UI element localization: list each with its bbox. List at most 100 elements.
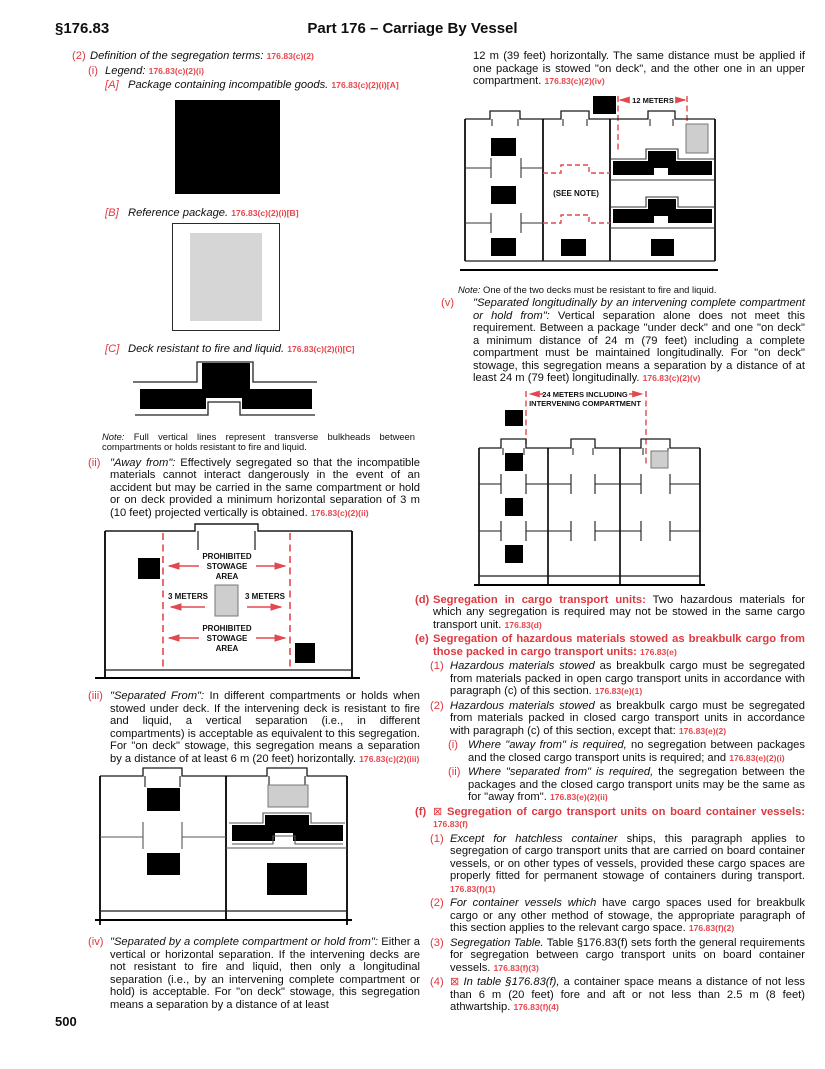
incompatible-package — [505, 544, 523, 563]
para-num: (ii) — [448, 766, 461, 779]
para-lead: Where "away from" is required, — [468, 739, 627, 752]
tween-deck-level-1 — [479, 473, 700, 494]
page-number: 500 — [55, 1014, 77, 1029]
para-body: have cargo spaces used for breakbulk car… — [450, 897, 805, 935]
para-num: (2) — [72, 50, 86, 62]
incompatible-package — [138, 558, 160, 580]
missing-deck-outline — [543, 163, 610, 174]
incompatible-package — [505, 452, 523, 471]
diagram-reference-package — [172, 223, 280, 331]
para-num: (1) — [430, 832, 444, 845]
prohibited-label: AREA — [216, 572, 239, 581]
incompatible-package — [491, 237, 516, 256]
paragraph-e2: (2) Hazardous materials stowed as breakbu… — [430, 700, 805, 738]
para-cite: 176.83(c)(2) — [266, 51, 314, 61]
meters-label: 12 METERS — [632, 96, 674, 105]
para-num: (iii) — [88, 690, 103, 703]
diagram-incompatible-package — [175, 99, 280, 194]
paragraph-e1: (1) Hazardous materials stowed as breakbu… — [430, 660, 805, 698]
meters-label: 24 METERS INCLUDING — [542, 390, 628, 399]
para-lead: In table §176.83(f), — [463, 976, 560, 989]
diagram-longitudinal-separation: 24 METERS INCLUDING INTERVENING COMPARTM… — [474, 390, 705, 586]
right-column: 12 m (39 feet) horizontally. The same di… — [415, 48, 805, 1014]
incompatible-package — [295, 643, 315, 664]
para-lead: Reference package. — [128, 206, 229, 219]
para-num: (2) — [430, 897, 444, 910]
para-lead: Hazardous materials stowed — [450, 660, 595, 673]
para-num: (f) — [415, 805, 427, 818]
para-cite: 176.83(e)(2) — [678, 725, 727, 736]
para-body: ships, this paragraph applies to segrega… — [450, 832, 806, 883]
reference-package — [650, 450, 669, 469]
para-num: (4) — [430, 976, 444, 989]
paragraph-i: (i)Legend: 176.83(c)(2)(i) — [88, 65, 420, 78]
para-lead: Hazardous materials stowed — [450, 699, 595, 712]
para-cite: 176.83(d) — [504, 619, 542, 630]
note-label: Note: — [102, 430, 125, 442]
diagram-away-from: PROHIBITED STOWAGE AREA 3 METERS 3 METER… — [95, 523, 360, 680]
note-text: Full vertical lines represent transverse… — [102, 430, 415, 453]
paragraph-v: (v)"Separated longitudinally by an inter… — [441, 297, 805, 385]
para-cite: 176.83(c)(2)(iii) — [359, 753, 420, 764]
reference-package — [267, 784, 309, 808]
prohibited-label: STOWAGE — [207, 634, 248, 643]
para-cite: 176.83(e)(1) — [594, 686, 643, 697]
paragraph-d: (d)Segregation in cargo transport units:… — [415, 594, 805, 632]
incompatible-package — [491, 185, 516, 204]
para-num: (d) — [415, 593, 430, 606]
para-lead: For container vessels which — [450, 897, 597, 910]
para-lead: Segregation Table. — [450, 936, 544, 949]
para-lead: "Separated longitudinally by an interven… — [473, 297, 805, 322]
paragraph-iv-continued: 12 m (39 feet) horizontally. The same di… — [473, 50, 805, 88]
para-num: (2) — [430, 699, 444, 712]
resistant-deck-shape — [140, 362, 312, 409]
paragraph-e2ii: (ii)Where "separated from" is required, … — [448, 766, 805, 804]
prohibited-label: PROHIBITED — [202, 624, 252, 633]
para-body: Effectively segregated so that the incom… — [110, 456, 420, 519]
para-num: (i) — [88, 64, 98, 77]
para-body: as breakbulk cargo must be segregated fr… — [450, 660, 805, 698]
incompatible-package — [505, 497, 523, 516]
on-deck-package — [593, 95, 616, 114]
resistant-deck-shape — [232, 815, 343, 842]
para-lead: "Separated by a complete compartment or … — [110, 936, 378, 949]
paragraph-b: [B]Reference package. 176.83(c)(2)(i)[B] — [105, 207, 420, 220]
para-body: as breakbulk cargo must be segregated fr… — [450, 699, 805, 737]
incompatible-package — [491, 137, 516, 156]
para-lead: Where "separated from" is required, — [468, 766, 654, 779]
incompatible-package — [267, 863, 307, 896]
para-cite: 176.83(c)(2)(i)[B] — [231, 207, 299, 218]
para-cite: 176.83(c)(2)(i)[A] — [331, 80, 399, 90]
para-cite: 176.83(c)(2)(ii) — [310, 507, 369, 518]
para-lead: Legend: — [105, 64, 146, 77]
prohibited-label: STOWAGE — [207, 562, 248, 571]
paragraph-2: (2)Definition of the segregation terms: … — [72, 50, 420, 63]
paragraph-iii: (iii)"Separated From": In different comp… — [88, 690, 420, 765]
para-cite: 176.83(f)(3) — [493, 962, 539, 973]
paragraph-a: [A]Package containing incompatible goods… — [105, 79, 420, 92]
prohibited-label: AREA — [216, 644, 239, 653]
meters-label: INTERVENING COMPARTMENT — [529, 399, 641, 408]
para-lead: Segregation in cargo transport units: — [433, 593, 646, 606]
reference-package — [685, 123, 709, 153]
para-lead: Except for hatchless container — [450, 832, 618, 845]
para-num: (iv) — [88, 936, 104, 949]
paragraph-iv: (iv) "Separated by a complete compartment… — [88, 936, 420, 1011]
paragraph-f3: (3)Segregation Table. Table §176.83(f) s… — [430, 937, 805, 975]
change-indicator-icon: ⊠ — [450, 976, 460, 989]
para-lead: Deck resistant to fire and liquid. — [128, 343, 285, 355]
paragraph-f4: (4)⊠ In table §176.83(f), a container sp… — [430, 976, 805, 1014]
para-lead: Definition of the segregation terms: — [90, 50, 264, 62]
para-body: Vertical separation alone does not meet … — [473, 309, 806, 385]
para-num: (1) — [430, 660, 444, 673]
paragraph-ii: (ii)"Away from": Effectively segregated … — [88, 457, 420, 520]
section-number: §176.83 — [55, 20, 110, 37]
para-body: 12 m (39 feet) horizontally. The same di… — [473, 50, 805, 87]
on-deck-package — [505, 409, 523, 426]
para-lead: Segregation of hazardous materials stowe… — [433, 633, 805, 658]
para-lead: "Away from": — [110, 456, 176, 469]
diagram-resistant-deck — [133, 360, 317, 416]
incompatible-package — [147, 788, 180, 812]
para-num: (e) — [415, 633, 429, 646]
